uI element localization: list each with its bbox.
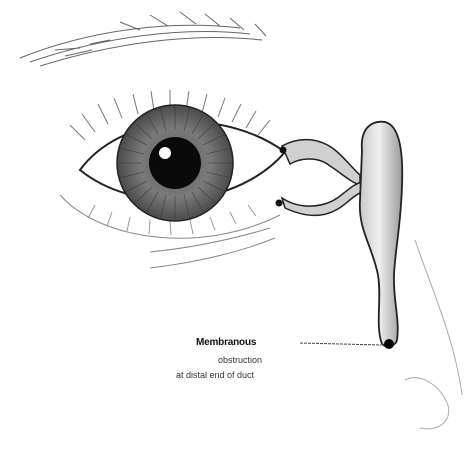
label-obstruction: obstruction	[218, 355, 262, 365]
lower-punctum	[276, 200, 283, 207]
eyebrow	[20, 12, 266, 66]
lacrimal-canaliculi	[282, 140, 362, 216]
lacrimal-sac-duct	[360, 122, 402, 346]
nose-outline	[405, 240, 462, 429]
upper-punctum	[280, 147, 287, 154]
leader-line	[300, 343, 381, 345]
pupil	[149, 137, 201, 189]
label-membranous: Membranous	[196, 337, 256, 348]
obstruction-marker	[384, 339, 394, 349]
pupil-highlight	[159, 147, 171, 159]
label-distal-end: at distal end of duct	[176, 370, 254, 380]
